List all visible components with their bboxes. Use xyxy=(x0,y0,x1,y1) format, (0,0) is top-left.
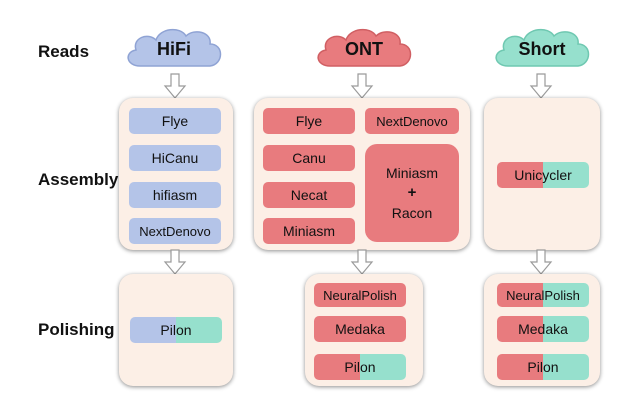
hifi-assembler-hifiasm: hifiasm xyxy=(129,182,221,208)
hifi-cloud-icon xyxy=(127,28,222,67)
combined-assembler-plus: + xyxy=(407,184,417,201)
ont-assembler-miniasm-racon: Miniasm + Racon xyxy=(365,144,459,242)
arrow-down-icon xyxy=(350,249,374,275)
ont-polisher-medaka: Medaka xyxy=(314,316,406,342)
row-label-reads: Reads xyxy=(38,42,90,61)
combined-assembler-top: Miniasm xyxy=(385,165,439,181)
read-type-hifi: HiFi xyxy=(157,38,191,59)
short-assembler-unicycler: Unicycler xyxy=(497,162,589,188)
read-type-ont: ONT xyxy=(345,38,383,59)
ont-cloud-icon xyxy=(317,28,412,67)
ont-assembler-flye: Flye xyxy=(263,108,355,134)
short-cloud-icon xyxy=(495,28,590,67)
short-polisher-medaka: Medaka xyxy=(497,316,589,342)
arrow-down-icon xyxy=(163,73,187,99)
ont-assembler-miniasm: Miniasm xyxy=(263,218,355,244)
ont-polisher-pilon: Pilon xyxy=(314,354,406,380)
read-type-short: Short xyxy=(518,38,566,59)
ont-polisher-neuralpolish: NeuralPolish xyxy=(314,283,406,307)
hifi-assembler-flye: Flye xyxy=(129,108,221,134)
row-label-polishing: Polishing xyxy=(38,320,115,339)
arrow-down-icon xyxy=(163,249,187,275)
ont-assembler-necat: Necat xyxy=(263,182,355,208)
arrow-down-icon xyxy=(350,73,374,99)
arrow-down-icon xyxy=(529,249,553,275)
arrow-down-icon xyxy=(529,73,553,99)
hifi-assembler-hicanu: HiCanu xyxy=(129,145,221,171)
combined-assembler-bottom: Racon xyxy=(391,205,433,221)
row-label-assembly: Assembly xyxy=(38,170,119,189)
short-polisher-neuralpolish: NeuralPolish xyxy=(497,283,589,307)
ont-assembler-canu: Canu xyxy=(263,145,355,171)
short-polisher-pilon: Pilon xyxy=(497,354,589,380)
hifi-polisher-pilon: Pilon xyxy=(130,317,222,343)
ont-assembler-nextdenovo: NextDenovo xyxy=(365,108,459,134)
hifi-assembler-nextdenovo: NextDenovo xyxy=(129,218,221,244)
